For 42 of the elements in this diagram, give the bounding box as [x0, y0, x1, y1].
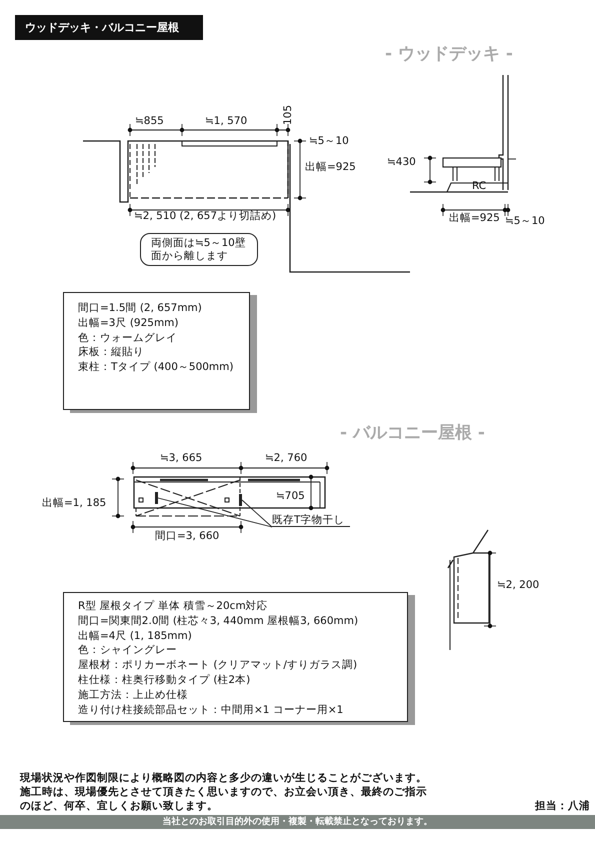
spec-line: 出幅=3尺 (925mm): [78, 316, 180, 331]
dimension-label: ≒3, 665: [160, 452, 202, 465]
dimension-label: 間口=3, 660: [155, 530, 220, 543]
spec-line: 間口=1.5間 (2, 657mm): [78, 301, 203, 316]
leader-line: [242, 500, 272, 528]
dimension-label: ≒430: [387, 156, 416, 169]
dimension-label: ≒5～10: [309, 135, 349, 148]
dimension-label: ≒2, 760: [265, 452, 308, 465]
spec-line: 屋根材：ポリカーボネート (クリアマット/すりガラス調): [78, 658, 358, 673]
post-mark: [239, 494, 242, 506]
spec-line: 床板：縦貼り: [78, 345, 145, 360]
spec-line: 間口=関東間2.0間 (柱芯々3, 440mm 屋根幅3, 660mm): [78, 614, 360, 629]
spec-line: 出幅=4尺 (1, 185mm): [78, 628, 193, 644]
notice-text: 現場状況や作図制限により概略図の内容と多少の違いが生じることがございます。施工時は、現場優先とさせて頂きたく思いますので、お立会い頂き、最終のご指示のほど、何卒、宜しくお願い致します。: [20, 771, 428, 813]
dimension-label: ≒2, 510 (2, 657より切詰め): [134, 210, 276, 223]
spec-line: 柱仕様：柱奥行移動タイプ (柱2本): [78, 672, 252, 688]
spec-line: 色：シャイングレー: [78, 643, 178, 658]
copyright-text: 当社とのお取引目的外の使用・複製・転載禁止となっております。: [0, 815, 595, 829]
note-text: 両側面は≒5～10壁面から離します: [151, 237, 247, 263]
callout-label: 既存T字物干し: [272, 514, 350, 527]
material-label: RC: [472, 180, 486, 193]
section-heading: - バルコニー屋根 -: [340, 423, 485, 444]
spec-line: R型 屋根タイプ 単体 積雪～20cm対応: [78, 599, 269, 614]
spec-line: 束柱：Tタイプ (400～500mm): [78, 360, 234, 375]
dimension-label: 出幅=1, 185: [42, 497, 106, 510]
section-heading: - ウッドデッキ -: [385, 44, 513, 65]
dimension-label: ≒855: [135, 115, 164, 128]
leader-line: [158, 498, 272, 528]
staff-name: 担当：八浦: [535, 799, 590, 814]
dimension-label: ≒1, 570: [205, 115, 248, 128]
spec-line: 色：ウォームグレイ: [78, 330, 178, 346]
spec-line: 施工方法：上止め仕様: [78, 688, 189, 703]
dimension-label: ≒5～10: [505, 215, 545, 228]
title-bar: ウッドデッキ・バルコニー屋根: [15, 15, 203, 40]
note-box: [140, 233, 258, 266]
dimension-label: 105: [282, 104, 295, 125]
dimension-label: 出幅=925: [449, 212, 500, 225]
dimension-label: ≒705: [276, 490, 305, 503]
post-mark: [155, 492, 158, 504]
dimension-label: ≒2, 200: [497, 579, 540, 592]
dimension-label: 出幅=925: [305, 161, 356, 174]
spec-line: 造り付け柱接続部品セット：中間用×1 コーナー用×1: [78, 702, 344, 718]
